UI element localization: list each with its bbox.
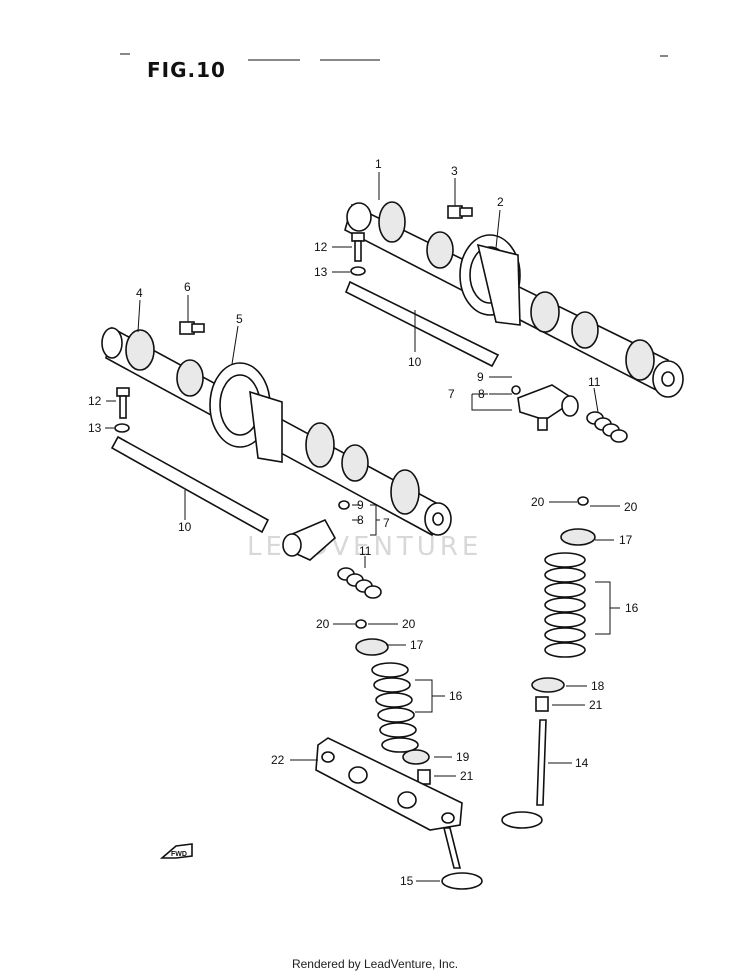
- callout-12-upper: 12: [314, 240, 328, 254]
- cam-sprocket-lower: [209, 362, 283, 463]
- footer-credit: Rendered by LeadVenture, Inc.: [291, 957, 459, 971]
- bolt-3: [447, 205, 473, 219]
- bolt-12-lower: [114, 387, 130, 433]
- callout-8-lower: 8: [357, 513, 364, 527]
- callout-10-upper: 10: [408, 355, 422, 369]
- callout-10-lower: 10: [178, 520, 192, 534]
- spring-11-lower: [337, 567, 382, 599]
- callout-7-lower: 7: [383, 516, 390, 530]
- callout-1: 1: [375, 157, 382, 171]
- callout-21-lower: 21: [460, 769, 474, 783]
- callout-5: 5: [236, 312, 243, 326]
- spring-11-upper: [586, 411, 628, 443]
- callout-20-d: 20: [402, 617, 416, 631]
- rocker-shaft-upper: [344, 280, 500, 368]
- callout-4: 4: [136, 286, 143, 300]
- callout-9-upper: 9: [477, 370, 484, 384]
- callout-11-lower: 11: [359, 544, 372, 558]
- callout-15: 15: [400, 874, 414, 888]
- callout-16-lower: 16: [449, 689, 463, 703]
- callout-16-upper: 16: [625, 601, 639, 615]
- callout-22: 22: [271, 753, 285, 767]
- figure-title: FIG.10: [147, 58, 226, 82]
- bolt-12-upper: [350, 232, 366, 276]
- bolt-6: [179, 321, 205, 335]
- callout-9-lower: 9: [357, 498, 364, 512]
- callout-6: 6: [184, 280, 191, 294]
- callout-17-upper: 17: [619, 533, 633, 547]
- valve-guide-plate-22: [315, 737, 463, 831]
- callout-12-lower: 12: [88, 394, 102, 408]
- callout-3: 3: [451, 164, 458, 178]
- callout-20-b: 20: [624, 500, 638, 514]
- callout-18: 18: [591, 679, 605, 693]
- valve-assembly-right: [501, 496, 596, 829]
- rocker-shaft-lower: [110, 435, 270, 534]
- valve-assembly-left: [355, 619, 483, 890]
- callout-17-lower: 17: [410, 638, 424, 652]
- fwd-label: FWD: [171, 851, 187, 858]
- leader-lines: [105, 172, 620, 882]
- callout-2: 2: [497, 195, 504, 209]
- callout-labels: 1 2 3 4 5 6 7 7 8 8 9 9 10 10 11 11 12 1…: [88, 157, 639, 888]
- callout-8-upper: 8: [478, 387, 485, 401]
- callout-20-a: 20: [531, 495, 545, 509]
- rocker-arm-upper: [511, 384, 579, 431]
- callout-19: 19: [456, 750, 470, 764]
- fwd-arrow-icon: FWD: [159, 843, 193, 859]
- callout-21-upper: 21: [589, 698, 603, 712]
- rocker-arm-lower: [282, 500, 350, 561]
- callout-13-upper: 13: [314, 265, 328, 279]
- callout-20-c: 20: [316, 617, 330, 631]
- callout-13-lower: 13: [88, 421, 102, 435]
- callout-11-upper: 11: [588, 375, 601, 389]
- cam-sprocket-upper: [459, 234, 521, 326]
- callout-14: 14: [575, 756, 589, 770]
- callout-7-upper: 7: [448, 387, 455, 401]
- header-marks: [120, 53, 668, 61]
